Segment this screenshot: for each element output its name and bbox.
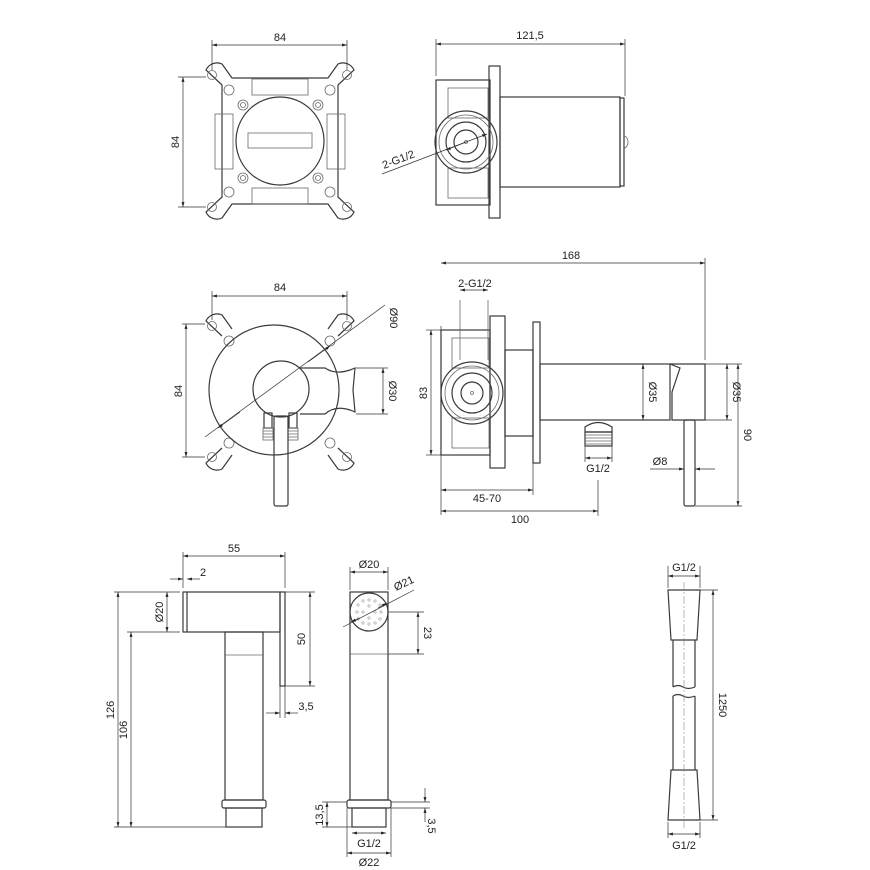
handshower-front-view: Ø20 Ø21 23 13,5 3,5 G1/2 Ø22 xyxy=(314,559,437,869)
mixer-connection-label: 2-G1/2 xyxy=(458,278,492,290)
hose-length-label: 1250 xyxy=(716,693,728,717)
collar-diameter-label: Ø22 xyxy=(359,857,380,869)
total-height-label: 126 xyxy=(105,701,117,719)
back-offset-label: 3,5 xyxy=(298,701,313,713)
spout-diameter-label: Ø35 xyxy=(646,382,658,403)
handle-diameter-label: Ø30 xyxy=(386,381,398,402)
handshower-side-view: 55 2 Ø20 126 106 50 3,5 xyxy=(105,543,315,828)
mixer-front-view: 84 84 Ø90 Ø30 xyxy=(173,282,399,507)
mixer-length-label: 168 xyxy=(562,250,580,262)
mixer-height-label: 84 xyxy=(173,385,185,397)
handshower-length-label: 55 xyxy=(228,543,240,555)
body-height-label: 83 xyxy=(418,387,430,399)
head-diameter-label: Ø20 xyxy=(154,602,166,623)
rosette-side-diameter-label: Ø35 xyxy=(730,382,742,403)
outlet-thread-label: G1/2 xyxy=(586,463,610,475)
collar-label: 3,5 xyxy=(425,818,437,833)
spray-nozzles xyxy=(355,598,383,626)
head-lip-label: 2 xyxy=(200,567,206,579)
wall-depth-label: 45-70 xyxy=(473,493,501,505)
outlet-offset-label: 100 xyxy=(511,514,529,526)
body-connection-label: 2-G1/2 xyxy=(381,149,417,172)
rosette-diameter-label: Ø90 xyxy=(387,308,399,329)
mixer-width-label: 84 xyxy=(274,282,286,294)
lever-diameter-label: Ø8 xyxy=(653,456,668,468)
handle-height-label: 106 xyxy=(118,721,130,739)
hose-view: G1/2 1250 G1/2 xyxy=(667,562,728,852)
hose-top-thread-label: G1/2 xyxy=(672,562,696,574)
plate-height-label: 84 xyxy=(170,136,182,148)
mixer-side-view: 168 2-G1/2 83 Ø35 Ø35 90 G1/2 Ø8 45-70 1… xyxy=(418,250,753,526)
plate-width-label: 84 xyxy=(274,32,286,44)
back-height-label: 50 xyxy=(296,633,308,645)
body-length-label: 121,5 xyxy=(516,30,544,42)
body-side-view: 121,5 2-G1/2 xyxy=(381,30,629,219)
mixer-total-height-label: 90 xyxy=(741,429,753,441)
front-head-diameter-label: Ø20 xyxy=(359,559,380,571)
plate-front-view: 84 84 xyxy=(170,32,355,220)
face-offset-label: 23 xyxy=(421,627,433,639)
thread-label: G1/2 xyxy=(357,838,381,850)
thread-length-label: 13,5 xyxy=(314,804,326,825)
hose-bottom-thread-label: G1/2 xyxy=(672,840,696,852)
